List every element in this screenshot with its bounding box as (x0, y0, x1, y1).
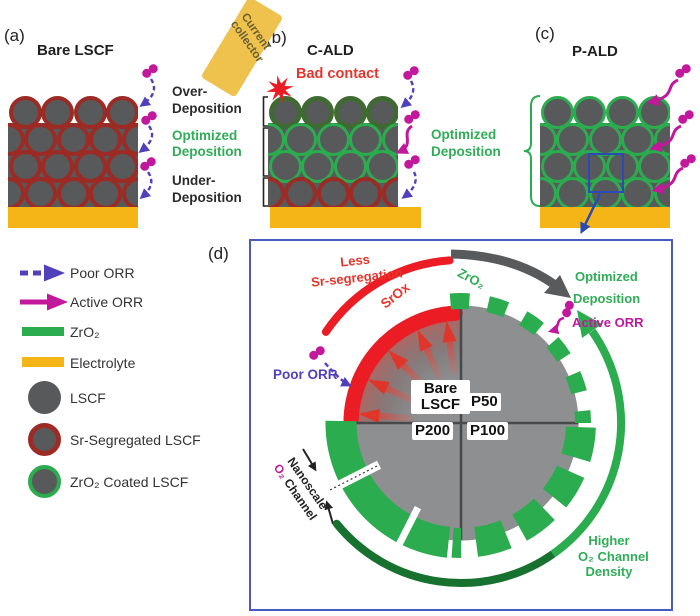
under-deposition-label-2: Deposition (172, 190, 242, 205)
lscf-particle (284, 177, 317, 207)
panel-a-title: Bare LSCF (37, 42, 114, 59)
lscf-particle (56, 177, 90, 207)
legend-coated-circle (28, 465, 61, 498)
optimized-deposition-c-label-2: Deposition (431, 144, 501, 159)
panel-c-title: P-ALD (572, 43, 618, 60)
lscf-particle (121, 177, 138, 207)
zro2-solid-arc-bottom-left (325, 420, 451, 558)
progression-arrow-top (450, 249, 558, 289)
panel-a-poor-orr-arrows (138, 78, 156, 200)
legend-lscf-label: LSCF (70, 390, 106, 406)
legend-poor-orr-arrow (20, 264, 65, 282)
lscf-stack-cald (268, 96, 398, 207)
quadrant-label-p50: P50 (468, 393, 501, 412)
lscf-particle (556, 177, 589, 207)
panel-b-o2-molecules (403, 66, 420, 169)
lscf-particle (24, 177, 57, 207)
lscf-particle (540, 177, 557, 207)
poor-orr-o2-molecule (309, 346, 325, 360)
channel-pointer-arrow-bottom (324, 500, 334, 525)
lscf-particle (621, 177, 654, 207)
sr-segregation-arrows (358, 321, 458, 423)
panel-a-label: (a) (4, 26, 25, 45)
srox-rim-arc (343, 305, 463, 427)
legend-poor-orr-label: Poor ORR (70, 265, 135, 281)
lscf-particle (316, 177, 350, 207)
poor-orr-label-d: Poor ORR (273, 367, 338, 382)
lscf-particle (89, 177, 122, 207)
legend-zro2-label: ZrO₂ (70, 324, 100, 340)
panel-c-optimized-brace (523, 95, 541, 207)
zro2-dashes-bottom-right (451, 426, 596, 558)
panel-b-orr-arrows (395, 80, 417, 199)
lscf-particle (349, 177, 382, 207)
legend-active-orr-label: Active ORR (70, 294, 144, 310)
panel-b-title: C-ALD (307, 42, 354, 59)
legend-zro2-swatch (22, 327, 64, 336)
current-collector-label: Current collector (227, 11, 273, 65)
panel-d-diagram (302, 249, 626, 587)
optimized-label-d: Optimized (575, 269, 638, 284)
lscf-particle (333, 96, 367, 129)
legend-electrolyte-label: Electrolyte (70, 355, 136, 371)
legend-coated-label: ZrO₂ Coated LSCF (70, 474, 189, 490)
legend-electrolyte-swatch (22, 357, 64, 367)
electrolyte-bar-b (270, 207, 421, 228)
optimized-deposition-label-2: Deposition (172, 144, 242, 159)
optimized-deposition-label-1: Optimized (172, 128, 238, 143)
current-collector: Current collector (200, 0, 284, 98)
panel-c-label: (c) (535, 24, 555, 43)
lscf-particle (89, 123, 122, 156)
optimized-deposition-c-label-1: Optimized (431, 127, 497, 142)
legend-lscf-circle (28, 381, 61, 414)
legend-active-orr-arrow (20, 293, 68, 311)
lscf-particle (381, 177, 398, 207)
lscf-particle (268, 177, 285, 207)
less-sr-segregation-arc (321, 256, 454, 336)
lscf-stack-pald (540, 96, 670, 207)
quadrant-label-p200: P200 (412, 422, 454, 441)
deposition-label-d: Deposition (573, 291, 641, 306)
panel-d-box: Less Sr-segregation SrOx ZrO₂ Optimized … (249, 239, 673, 611)
lscf-particle (588, 177, 622, 207)
electrolyte-bar-c (540, 207, 670, 228)
lscf-stack-bare (8, 96, 138, 207)
green-arrow-head (577, 310, 602, 338)
panel-d-label: (d) (208, 244, 229, 263)
legend-sr-segregated-label: Sr-Segregated LSCF (70, 432, 201, 448)
quadrant-label-p100: P100 (467, 422, 509, 441)
higher-o2-channel-density-label: Higher O₂ Channel Density (578, 533, 649, 580)
progression-arrow-top-head (544, 275, 571, 298)
electrolyte-bar-a (8, 207, 138, 228)
over-deposition-label-1: Over- (172, 84, 208, 99)
under-deposition-label-1: Under- (172, 173, 216, 188)
panel-c-o2-molecules (675, 64, 696, 168)
poor-orr-arrow-d (324, 362, 352, 387)
green-arrow-bright-segment (550, 328, 626, 558)
green-arrow-dark-segment (332, 519, 557, 587)
bad-contact-label: Bad contact (296, 66, 379, 82)
legend-sr-segregated-circle (28, 423, 61, 456)
panel-a-o2-molecules (140, 64, 158, 171)
channel-pointer-arrow-top (302, 448, 317, 472)
over-deposition-label-2: Deposition (172, 101, 242, 116)
zro2-arc-gap (392, 506, 422, 554)
active-orr-o2-molecule (562, 300, 574, 318)
lscf-particle (8, 177, 25, 207)
active-orr-label-d: Active ORR (572, 315, 644, 330)
active-orr-arrow-d (547, 316, 565, 335)
lscf-particle (56, 123, 90, 156)
quadrant-label-bare-lscf: Bare LSCF (411, 380, 470, 415)
